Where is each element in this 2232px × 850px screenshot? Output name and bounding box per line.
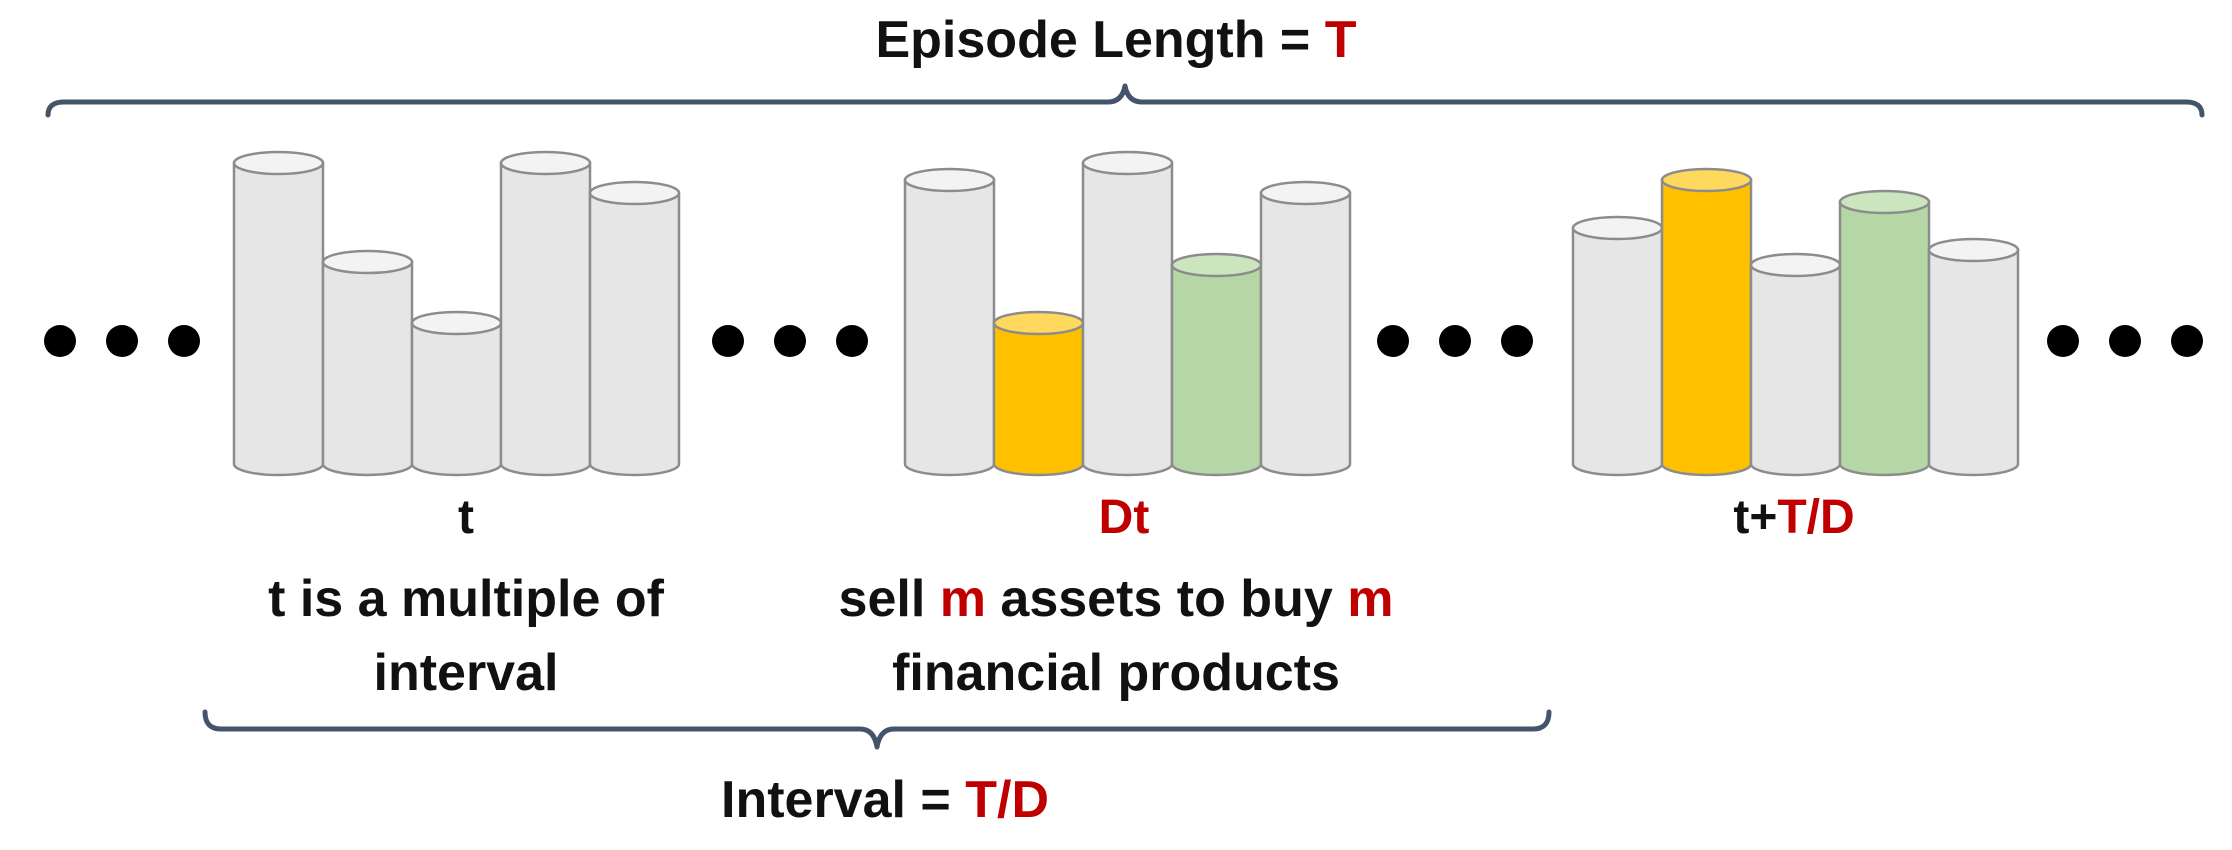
- episode-brace: [45, 83, 2205, 118]
- cylinder-top: [1749, 252, 1842, 278]
- cylinder-top: [1259, 180, 1352, 206]
- cylinder-gray: [1081, 150, 1174, 477]
- cylinder-top: [1927, 237, 2020, 263]
- ellipsis-dot: [2047, 325, 2079, 357]
- cylinder-top: [1571, 215, 1664, 241]
- ellipsis-middle-left: [712, 325, 868, 357]
- time-label-plain: t: [458, 491, 474, 544]
- ellipsis-dot: [1377, 325, 1409, 357]
- cylinder-body: [232, 161, 325, 477]
- cylinder-body: [992, 321, 1085, 477]
- cylinder-gray: [1571, 215, 1664, 477]
- note-text: t is a multiple of: [268, 570, 664, 628]
- ellipsis-dot: [1501, 325, 1533, 357]
- ellipsis-dot: [106, 325, 138, 357]
- ellipsis-dot: [774, 325, 806, 357]
- cylinder-gray: [499, 150, 592, 477]
- interval-var: T/D: [965, 771, 1049, 829]
- ellipsis-right: [2047, 325, 2203, 357]
- cylinder-yellow: [1660, 167, 1753, 477]
- cylinder-top: [499, 150, 592, 176]
- cylinder-body: [1927, 248, 2020, 477]
- cylinder-gray: [588, 180, 681, 477]
- interval-text: Interval =: [721, 771, 966, 829]
- cylinder-top: [321, 249, 414, 275]
- ellipsis-dot: [44, 325, 76, 357]
- cylinder-gray: [321, 249, 414, 477]
- ellipsis-dot: [712, 325, 744, 357]
- note-dt: sell m assets to buy m financial product…: [816, 562, 1416, 710]
- cylinder-body: [1571, 226, 1664, 477]
- episode-length-label: Episode Length = T: [0, 10, 2232, 70]
- cylinder-body: [499, 161, 592, 477]
- ellipsis-dot: [2171, 325, 2203, 357]
- cylinder-gray: [410, 310, 503, 477]
- time-label-red: Dt: [1098, 491, 1150, 544]
- time-label-t: t: [266, 490, 666, 545]
- time-label-red: T/D: [1777, 491, 1855, 544]
- cylinder-body: [588, 191, 681, 477]
- cylinder-top: [1660, 167, 1753, 193]
- ellipsis-dot: [1439, 325, 1471, 357]
- cylinder-top: [1838, 189, 1931, 215]
- cylinder-body: [410, 321, 503, 477]
- cylinder-top: [410, 310, 503, 336]
- episode-length-var: T: [1324, 11, 1357, 69]
- ellipsis-dot: [836, 325, 868, 357]
- cylinder-top: [588, 180, 681, 206]
- cylinder-green: [1838, 189, 1931, 477]
- note-line-2: interval: [373, 644, 559, 702]
- ellipsis-middle-right: [1377, 325, 1533, 357]
- cylinder-gray: [1927, 237, 2020, 477]
- cylinder-body: [1660, 178, 1753, 477]
- note-t: t is a multiple of interval: [206, 562, 726, 710]
- cylinder-gray: [1259, 180, 1352, 477]
- time-label-t-plus: t+T/D: [1594, 490, 1994, 545]
- cylinder-green: [1170, 252, 1263, 477]
- cylinder-top: [903, 167, 996, 193]
- cylinder-body: [1259, 191, 1352, 477]
- cylinder-body: [321, 260, 414, 477]
- episode-length-text: Episode Length =: [875, 11, 1325, 69]
- cylinder-top: [992, 310, 1085, 336]
- cylinder-gray: [232, 150, 325, 477]
- cylinder-body: [1838, 200, 1931, 477]
- cylinder-yellow: [992, 310, 1085, 477]
- time-label-plain: t+: [1733, 491, 1778, 544]
- note-line-1: t is a multiple of: [206, 562, 726, 636]
- cylinder-body: [1081, 161, 1174, 477]
- cylinder-top: [232, 150, 325, 176]
- note-line-1: sell m assets to buy m: [816, 562, 1416, 636]
- cylinder-group-t-plus: [1571, 167, 2020, 477]
- note-text: sell: [838, 570, 940, 628]
- note-text: assets to buy: [985, 570, 1348, 628]
- note-line-2: financial products: [892, 644, 1340, 702]
- cylinder-body: [1170, 263, 1263, 477]
- cylinder-group-t: [232, 150, 681, 477]
- time-label-dt: Dt: [924, 490, 1324, 545]
- cylinder-body: [903, 178, 996, 477]
- cylinder-body: [1749, 263, 1842, 477]
- ellipsis-dot: [168, 325, 200, 357]
- cylinder-top: [1081, 150, 1174, 176]
- note-var: m: [1347, 570, 1394, 628]
- cylinder-gray: [1749, 252, 1842, 477]
- cylinder-group-dt: [903, 150, 1352, 477]
- note-var: m: [939, 570, 986, 628]
- interval-brace: [202, 709, 1552, 750]
- ellipsis-dot: [2109, 325, 2141, 357]
- cylinder-top: [1170, 252, 1263, 278]
- cylinder-gray: [903, 167, 996, 477]
- interval-label: Interval = T/D: [0, 770, 1770, 830]
- ellipsis-left: [44, 325, 200, 357]
